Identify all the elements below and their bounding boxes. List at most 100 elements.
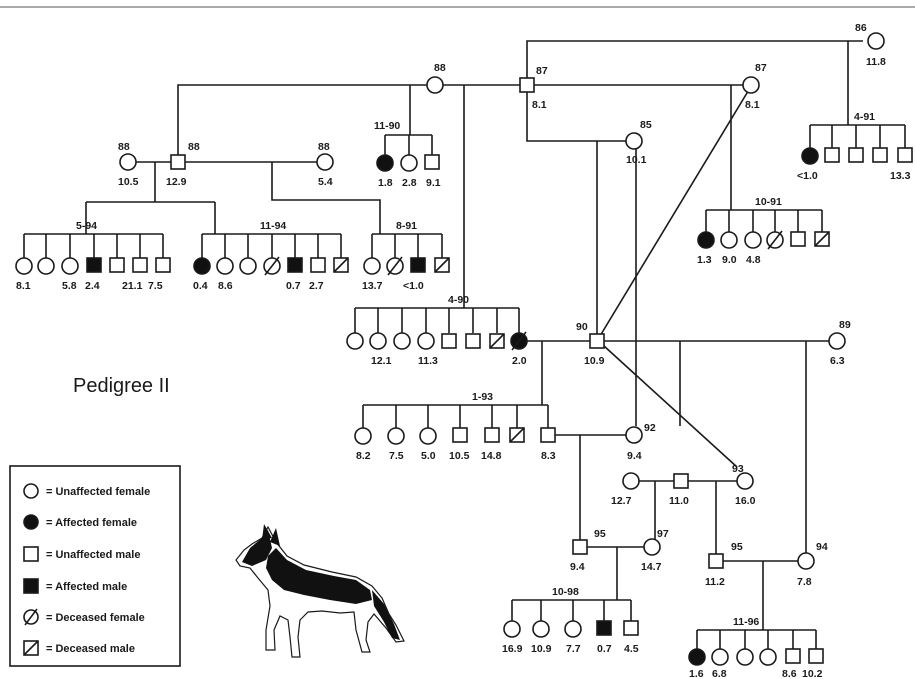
child-11-94-5 bbox=[288, 258, 302, 272]
label: 9.4 bbox=[627, 450, 642, 462]
label: 12.7 bbox=[611, 495, 632, 507]
legend-label: = Affected female bbox=[46, 517, 137, 529]
label: 13.7 bbox=[362, 280, 383, 292]
label: 10.9 bbox=[531, 643, 552, 655]
child-8-91-4 bbox=[435, 258, 449, 272]
child-10-98-3 bbox=[565, 621, 581, 637]
label: 7.7 bbox=[566, 643, 581, 655]
label: 8.6 bbox=[782, 668, 797, 679]
child-10-91-4 bbox=[767, 231, 783, 249]
pedigree-title: Pedigree II bbox=[73, 375, 170, 397]
child-11-96-1 bbox=[689, 649, 705, 665]
legend-affected-female-icon bbox=[24, 515, 38, 529]
legend-label: = Deceased female bbox=[46, 612, 145, 624]
label: 21.1 bbox=[122, 280, 143, 292]
child-11-96-6 bbox=[809, 649, 823, 663]
child-11-96-2 bbox=[712, 649, 728, 665]
label: 9.0 bbox=[722, 254, 737, 266]
label: 0.4 bbox=[193, 280, 208, 292]
child-11-90-3 bbox=[425, 155, 439, 169]
child-4-90-4 bbox=[418, 333, 434, 349]
label: 88 bbox=[434, 62, 446, 74]
label: 1.3 bbox=[697, 254, 712, 266]
label: 1.6 bbox=[689, 668, 704, 679]
label: 16.0 bbox=[735, 495, 756, 507]
label: 2.0 bbox=[512, 355, 527, 367]
sibship-label: 4-90 bbox=[448, 294, 469, 306]
label: 93 bbox=[732, 463, 744, 475]
dog-illustration bbox=[236, 524, 404, 657]
label: 11.0 bbox=[669, 495, 689, 507]
child-4-91-1 bbox=[802, 148, 818, 164]
child-10-91-3 bbox=[745, 232, 761, 248]
label: 11.3 bbox=[418, 355, 438, 367]
legend-deceased-male-icon bbox=[24, 641, 38, 655]
label: 14.8 bbox=[481, 450, 502, 462]
child-11-94-6 bbox=[311, 258, 325, 272]
legend-affected-male-icon bbox=[24, 579, 38, 593]
label: 8.3 bbox=[541, 450, 556, 462]
female-16-0-symbol bbox=[737, 473, 753, 489]
child-10-98-5 bbox=[624, 621, 638, 635]
child-5-94-2 bbox=[38, 258, 54, 274]
child-10-91-2 bbox=[721, 232, 737, 248]
child-8-91-1 bbox=[364, 258, 380, 274]
label: 7.5 bbox=[389, 450, 404, 462]
label: 16.9 bbox=[502, 643, 523, 655]
label: 87 bbox=[536, 65, 548, 77]
male-87-symbol bbox=[520, 78, 534, 92]
female-89-symbol bbox=[829, 333, 845, 349]
male-88-left-symbol bbox=[171, 155, 185, 169]
child-5-94-4 bbox=[87, 258, 101, 272]
male-90-symbol bbox=[590, 334, 604, 348]
label: 10.5 bbox=[449, 450, 470, 462]
child-10-98-4 bbox=[597, 621, 611, 635]
label: 0.7 bbox=[597, 643, 612, 655]
label: 8.6 bbox=[218, 280, 233, 292]
child-4-90-8 bbox=[511, 332, 527, 350]
child-11-94-3 bbox=[240, 258, 256, 274]
child-11-94-7 bbox=[334, 258, 348, 272]
male-95a-symbol bbox=[573, 540, 587, 554]
child-5-94-6 bbox=[133, 258, 147, 272]
label: 9.1 bbox=[426, 177, 441, 189]
child-11-94-4 bbox=[264, 257, 280, 275]
legend-label: = Unaffected female bbox=[46, 486, 150, 498]
child-11-96-4 bbox=[760, 649, 776, 665]
child-4-90-3 bbox=[394, 333, 410, 349]
label: 8.1 bbox=[532, 99, 547, 111]
child-5-94-3 bbox=[62, 258, 78, 274]
child-4-91-4 bbox=[873, 148, 887, 162]
label: 7.5 bbox=[148, 280, 163, 292]
child-8-91-2 bbox=[387, 257, 403, 275]
child-4-90-7 bbox=[490, 334, 504, 348]
label: 13.3 bbox=[890, 170, 911, 182]
child-11-90-1 bbox=[377, 155, 393, 171]
child-1-93-3 bbox=[420, 428, 436, 444]
label: 5.4 bbox=[318, 176, 333, 188]
child-10-98-1 bbox=[504, 621, 520, 637]
legend-label: = Deceased male bbox=[46, 643, 135, 655]
sibship-label: 10-98 bbox=[552, 586, 579, 598]
child-11-96-5 bbox=[786, 649, 800, 663]
female-87-right-symbol bbox=[743, 77, 759, 93]
label: 1.8 bbox=[378, 177, 393, 189]
female-92-symbol bbox=[626, 427, 642, 443]
female-88-symbol bbox=[427, 77, 443, 93]
child-1-93-1 bbox=[355, 428, 371, 444]
sibship-label: 1-93 bbox=[472, 391, 493, 403]
label: 2.4 bbox=[85, 280, 100, 292]
sibship-label: 11-90 bbox=[374, 120, 400, 132]
female-12-7-symbol bbox=[623, 473, 639, 489]
label: 94 bbox=[816, 541, 828, 553]
sibship-label: 5-94 bbox=[76, 220, 97, 232]
child-5-94-1 bbox=[16, 258, 32, 274]
legend-deceased-female-icon bbox=[24, 609, 38, 625]
legend-label: = Affected male bbox=[46, 581, 127, 593]
child-4-90-5 bbox=[442, 334, 456, 348]
child-8-91-3 bbox=[411, 258, 425, 272]
child-10-91-6 bbox=[815, 232, 829, 246]
label: 8.1 bbox=[16, 280, 31, 292]
legend-unaffected-male-icon bbox=[24, 547, 38, 561]
